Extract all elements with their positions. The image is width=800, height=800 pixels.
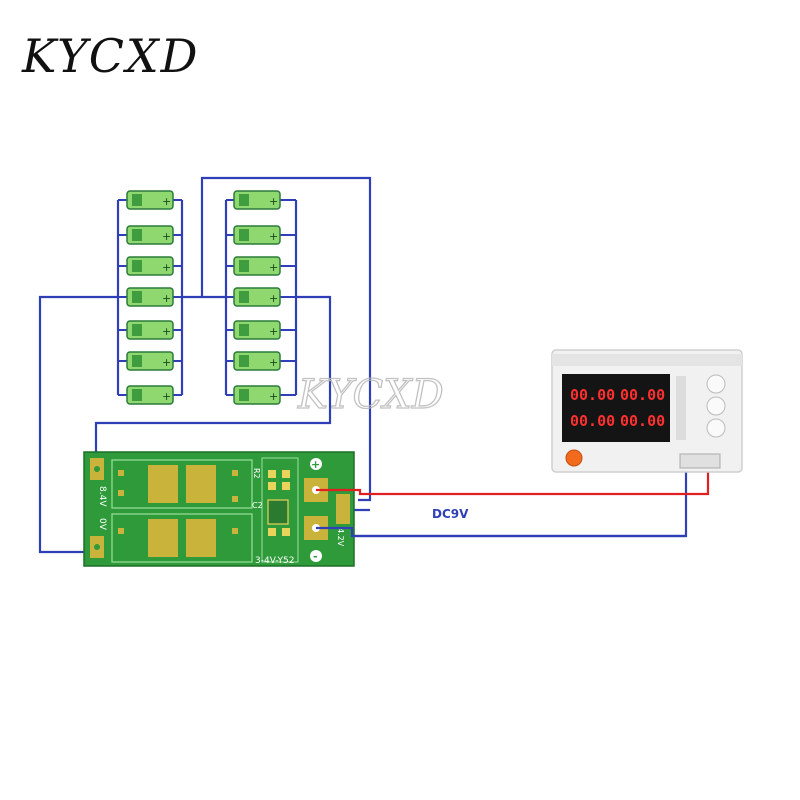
battery-plus-mark: +: [269, 230, 278, 243]
battery-cell: +: [226, 190, 296, 210]
battery-plus-mark: +: [269, 292, 278, 305]
battery-cell: +: [118, 190, 182, 210]
mosfet-pad: [186, 519, 216, 557]
battery-cell: +: [118, 287, 182, 307]
blue-output-wire: [316, 526, 686, 538]
left-battery-column: + + + + +: [118, 190, 182, 405]
battery-plus-mark: +: [162, 390, 171, 403]
battery-plus-mark: +: [269, 195, 278, 208]
battery-cell: +: [118, 385, 182, 405]
board-label-model: 3-4V-Y52: [255, 556, 294, 566]
battery-plus-mark: +: [162, 261, 171, 274]
wire-label-dc9v: DC9V: [432, 507, 469, 521]
battery-plus-mark: +: [269, 390, 278, 403]
battery-cell: +: [118, 351, 182, 371]
board-label-8v4: 8.4V: [97, 486, 107, 507]
board-label-0v: 0V: [97, 518, 107, 531]
battery-cell: +: [226, 256, 296, 276]
battery-plus-mark: +: [162, 195, 171, 208]
psu-knob: [706, 418, 726, 438]
battery-cell: +: [226, 385, 296, 405]
board-label-r2: R2: [252, 468, 261, 479]
psu-power-button: [565, 449, 583, 467]
right-battery-column: + + + + +: [226, 190, 296, 405]
battery-plus-mark: +: [269, 261, 278, 274]
battery-cell: +: [226, 320, 296, 340]
battery-plus-mark: +: [162, 325, 171, 338]
battery-cell: +: [118, 225, 182, 245]
protection-board: 8.4V 0V 4.2V C2 R2 3-4V-Y52 + -: [83, 451, 355, 567]
board-mark-plus: +: [311, 458, 320, 471]
red-wire: [316, 470, 710, 496]
battery-plus-mark: +: [269, 325, 278, 338]
psu-display-current-2: 00.00: [620, 412, 665, 430]
battery-plus-mark: +: [162, 292, 171, 305]
mosfet-pad: [148, 465, 178, 503]
charge-pad: [336, 494, 350, 524]
battery-plus-mark: +: [162, 230, 171, 243]
psu-knob: [706, 374, 726, 394]
brand-logo: KYCXD: [21, 29, 200, 83]
mosfet-pad: [186, 465, 216, 503]
battery-cell: +: [226, 351, 296, 371]
board-label-c2: C2: [252, 501, 263, 510]
battery-cell: +: [226, 287, 296, 307]
mosfet-pad: [148, 519, 178, 557]
battery-cell: +: [118, 320, 182, 340]
psu-display-voltage-2: 00.00: [570, 412, 615, 430]
psu-display-voltage-1: 00.00: [570, 386, 615, 404]
board-label-4v2: 4.2V: [336, 528, 345, 547]
watermark-text: KYCXD: [297, 372, 444, 418]
psu-display-current-1: 00.00: [620, 386, 665, 404]
battery-cell: +: [226, 225, 296, 245]
battery-plus-mark: +: [162, 356, 171, 369]
battery-cell: +: [118, 256, 182, 276]
psu-knob: [706, 396, 726, 416]
battery-plus-mark: +: [269, 356, 278, 369]
board-mark-minus: -: [313, 550, 318, 563]
dc-power-supply: 00.00 00.00 00.00 00.00: [551, 349, 743, 473]
